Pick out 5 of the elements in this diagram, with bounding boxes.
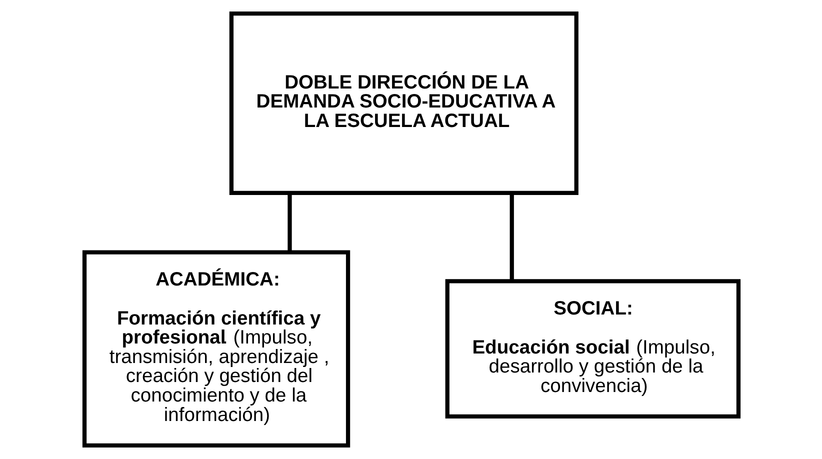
connector <box>509 192 514 281</box>
connector <box>287 192 292 252</box>
node-box: ACADÉMICA: Formación científica y profesional. (Impulso, transmisión, aprendizaje , creación y gestión del conocimiento y de la información) <box>82 250 350 448</box>
node-box: SOCIAL: Educación social (Impulso, desarrollo y gestión de la convivencia) <box>444 279 740 419</box>
node-box: DOBLE DIRECCIÓN DE LA DEMANDA SOCIO-EDUCATIVA A LA ESCUELA ACTUAL <box>228 12 578 195</box>
